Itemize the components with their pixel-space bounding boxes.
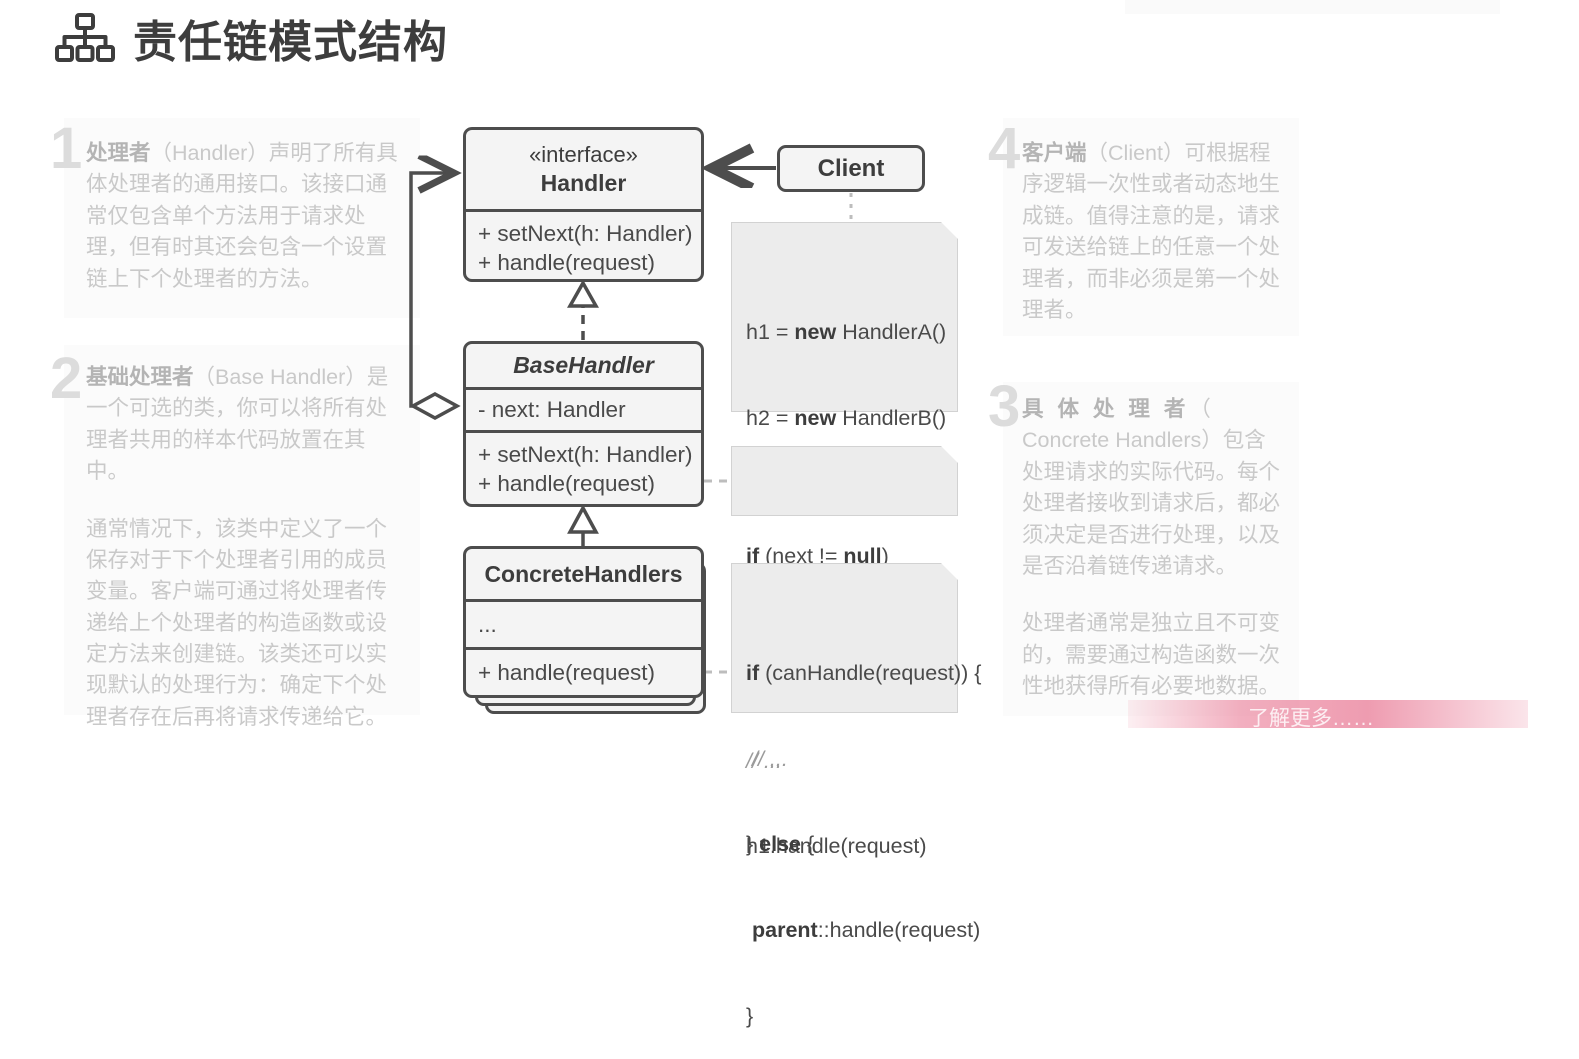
concrete-handle-kw-else: else	[759, 832, 802, 857]
uml-class-handler[interactable]: «interface» Handler + setNext(h: Handler…	[463, 127, 704, 282]
code-note-concrete-handle: if (canHandle(request)) { // ... } else …	[731, 563, 981, 1028]
page-title: 责任链模式结构	[133, 18, 448, 67]
note-number-4: 4	[988, 116, 1021, 181]
client-code-l0-kw: new	[794, 319, 837, 344]
top-decorative-band	[1125, 0, 1500, 14]
note-panel-concrete-handlers	[1003, 382, 1299, 716]
base-handle-kw-if: if	[746, 543, 760, 568]
uml-base-handler-methods: + setNext(h: Handler) + handle(request)	[466, 430, 701, 507]
uml-base-handler-fields: - next: Handler	[466, 387, 701, 430]
uml-concrete-handlers-header: ConcreteHandlers	[466, 549, 701, 599]
note-rest-base-handler-2: 通常情况下，该类中定义了一个保存对于下个处理者引用的成员变量。客户端可通过将处理…	[86, 516, 388, 729]
note-panel-client	[1003, 118, 1299, 336]
note-panel-base-handler	[64, 345, 420, 715]
uml-handler-methods: + setNext(h: Handler) + handle(request)	[466, 209, 701, 286]
note-rest-concrete-2: 处理者通常是独立且不可变的，需要通过构造函数一次性地获得所有必要地数据。	[1022, 611, 1281, 698]
note-panel-handler	[64, 118, 420, 318]
concrete-handle-kw-if: if	[746, 660, 760, 685]
hierarchy-icon	[55, 12, 115, 64]
uml-handler-name: Handler	[540, 169, 627, 196]
uml-base-handler-name: BaseHandler	[513, 352, 654, 379]
note-text-concrete-handlers: 具 体 处 理 者（ Concrete Handlers）包含处理请求的实际代码…	[1022, 394, 1284, 702]
note-rest-client: （Client）可根据程序逻辑一次性或者动态地生成链。值得注意的是，请求可发送给…	[1022, 141, 1281, 322]
client-code-l1-post: HandlerB()	[836, 405, 947, 430]
note-text-base-handler: 基础处理者（Base Handler）是一个可选的类，你可以将所有处理者共用的样…	[86, 362, 404, 733]
uml-handler-stereotype: «interface»	[529, 142, 638, 168]
dogear-icon-client-note	[941, 222, 958, 239]
uml-concrete-handlers-method-0: + handle(request)	[478, 660, 655, 685]
uml-class-client[interactable]: Client	[777, 145, 925, 192]
concrete-handle-l1-rest: (canHandle(request)) {	[759, 660, 982, 685]
dogear-icon-base-handle-note	[941, 446, 958, 463]
client-code-l1-kw: new	[794, 405, 837, 430]
note-term-handler: 处理者	[86, 141, 151, 165]
concrete-handle-l2-comment: // ...	[751, 746, 788, 771]
code-note-client: h1 = new HandlerA() h2 = new HandlerB() …	[731, 222, 958, 858]
client-code-l0-post: HandlerA()	[836, 319, 947, 344]
note-number-3: 3	[988, 374, 1021, 439]
note-number-2: 2	[50, 346, 83, 411]
uml-client-name: Client	[817, 154, 885, 182]
uml-concrete-handlers-fields: ...	[466, 599, 701, 647]
note-text-client: 客户端（Client）可根据程序逻辑一次性或者动态地生成链。值得注意的是，请求可…	[1022, 138, 1284, 326]
uml-base-handler-method-0: + setNext(h: Handler)	[478, 442, 693, 467]
page-title-row: 责任链模式结构	[55, 6, 448, 70]
watermark-text: 了解更多……	[1248, 707, 1374, 728]
uml-class-concrete-handlers[interactable]: ConcreteHandlers ... + handle(request)	[463, 546, 704, 698]
base-handle-end: )	[881, 543, 889, 568]
note-rest-concrete-1: （ Concrete Handlers）包含处理请求的实际代码。每个处理者接收到…	[1022, 397, 1281, 578]
uml-base-handler-method-1: + handle(request)	[478, 471, 655, 497]
uml-handler-header: «interface» Handler	[466, 130, 701, 209]
uml-handler-method-0: + setNext(h: Handler)	[478, 221, 693, 246]
note-text-handler: 处理者（Handler）声明了所有具体处理者的通用接口。该接口通常仅包含单个方法…	[86, 138, 404, 295]
concrete-handle-l3-pre: }	[746, 832, 760, 857]
note-term-concrete-handlers: 具 体 处 理 者	[1022, 397, 1190, 421]
note-number-1: 1	[50, 116, 83, 181]
uml-base-handler-header: BaseHandler	[466, 344, 701, 387]
client-code-l1-pre: h2 =	[746, 405, 795, 430]
concrete-handle-l3-post: {	[801, 832, 815, 857]
uml-base-handler-field-0: - next: Handler	[478, 397, 626, 423]
watermark-banner: 了解更多……	[1128, 700, 1528, 728]
concrete-handle-l5: }	[746, 1003, 754, 1028]
note-rest-handler: （Handler）声明了所有具体处理者的通用接口。该接口通常仅包含单个方法用于请…	[86, 141, 398, 291]
uml-handler-method-1: + handle(request)	[478, 250, 655, 276]
note-term-base-handler: 基础处理者	[86, 365, 194, 389]
uml-concrete-handlers-field-0: ...	[478, 611, 497, 637]
uml-class-base-handler[interactable]: BaseHandler - next: Handler + setNext(h:…	[463, 341, 704, 507]
concrete-handle-kw-parent: parent	[751, 918, 818, 943]
uml-concrete-handlers-methods: + handle(request)	[466, 647, 701, 695]
dogear-icon-concrete-handle-note	[941, 563, 958, 580]
client-code-l0-pre: h1 =	[746, 319, 795, 344]
note-rest-base-handler-1: （Base Handler）是一个可选的类，你可以将所有处理者共用的样本代码放置…	[86, 365, 389, 484]
uml-concrete-handlers-name: ConcreteHandlers	[484, 560, 683, 587]
concrete-handle-l4-post: ::handle(request)	[817, 918, 981, 943]
note-term-client: 客户端	[1022, 141, 1087, 165]
code-note-base-handle: if (next != null) next.handle(request)	[731, 446, 958, 654]
